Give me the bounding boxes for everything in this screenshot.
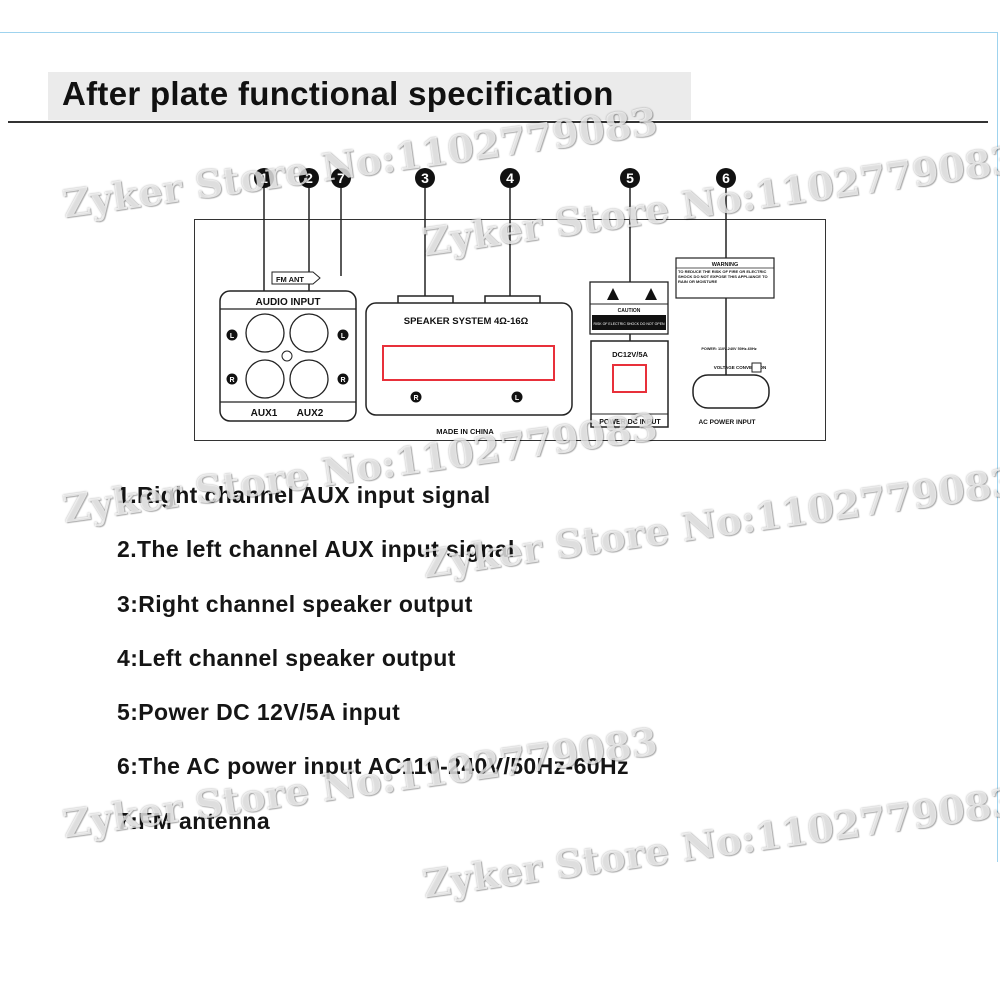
speaker-system-label: SPEAKER SYSTEM 4Ω-16Ω (404, 316, 529, 327)
power-rating-label: POWER: 110V-240V 50Hz-60Hz (701, 347, 756, 351)
dc-power-block: DC12V/5A POWER DC INPUT (590, 340, 669, 428)
voltage-conversion-label: VOLTAGE CONVERSION (714, 365, 767, 370)
speaker-marker-r: R (413, 395, 418, 402)
speaker-terminal-strip (382, 345, 555, 381)
callout-circle-3 (415, 168, 435, 188)
shock-warning-icon (607, 288, 619, 300)
ac-power-block: POWER: 110V-240V 50Hz-60Hz VOLTAGE CONVE… (692, 347, 770, 426)
power-dc-input-label: POWER DC INPUT (599, 419, 661, 426)
warning-label: WARNING TO REDUCE THE RISK OF FIRE OR EL… (675, 257, 775, 299)
aux-right-marker-r: R (340, 377, 345, 384)
ac-power-input-label: AC POWER INPUT (698, 419, 755, 426)
callout-label-5: 5 (626, 170, 634, 186)
made-in-china-label: MADE IN CHINA (436, 427, 494, 436)
callout-circle-4 (500, 168, 520, 188)
image-frame (0, 32, 998, 862)
callout-circle-1 (254, 168, 274, 188)
callout-label-4: 4 (506, 170, 514, 186)
voltage-switch (751, 362, 762, 373)
caution-title: CAUTION (618, 308, 641, 314)
callout-circle-2 (299, 168, 319, 188)
callout-circle-7 (331, 168, 351, 188)
callout-label-6: 6 (722, 170, 730, 186)
dc-jack (612, 364, 647, 393)
spec-item-1: 1.Right channel AUX input signal (117, 482, 491, 508)
spec-item-3: 3:Right channel speaker output (117, 590, 473, 617)
audio-input-label: AUDIO INPUT (256, 297, 321, 308)
spec-item-4: 4:Left channel speaker output (117, 644, 456, 671)
aux-left-marker-l: L (230, 333, 235, 340)
aux1-left-jack (245, 313, 285, 353)
spec-item-5: 5:Power DC 12V/5A input (117, 699, 401, 726)
audio-input-block: AUDIO INPUT L L R R AUX1 AUX2 (219, 290, 357, 422)
speaker-marker-l: L (515, 395, 520, 402)
callout-label-2: 2 (305, 170, 313, 186)
spec-item-2: 2.The left channel AUX input signal (117, 536, 515, 563)
warning-text: TO REDUCE THE RISK OF FIRE OR ELECTRIC S… (678, 269, 768, 284)
spec-list: 1.Right channel AUX input signal 2.The l… (117, 480, 629, 860)
caution-text: RISK OF ELECTRIC SHOCK DO NOT OPEN (593, 322, 665, 326)
warning-title: WARNING (712, 262, 739, 268)
dc-rating-label: DC12V/5A (612, 350, 648, 359)
callout-label-1: 1 (260, 170, 268, 186)
title-underline (8, 121, 988, 123)
center-screw (281, 350, 293, 362)
fm-ant-label: FM ANT (276, 275, 304, 284)
callout-circle-5 (620, 168, 640, 188)
caution-label: CAUTION RISK OF ELECTRIC SHOCK DO NOT OP… (589, 281, 669, 335)
speaker-system-block: SPEAKER SYSTEM 4Ω-16Ω R L (365, 302, 573, 416)
callout-circle-6 (716, 168, 736, 188)
caution-warning-icon (645, 288, 657, 300)
ac-socket (692, 374, 770, 409)
aux2-right-jack (289, 359, 329, 399)
spec-item-6: 6:The AC power input AC110-240V/50Hz-60H… (117, 753, 629, 780)
aux1-label: AUX1 (251, 408, 278, 419)
page-title: After plate functional specification (62, 75, 614, 112)
callout-label-3: 3 (421, 170, 429, 186)
fm-antenna-tag: FM ANT (271, 271, 321, 285)
aux2-left-jack (289, 313, 329, 353)
aux1-right-jack (245, 359, 285, 399)
aux-right-marker-l: L (341, 333, 346, 340)
title-background (48, 72, 691, 120)
spec-item-7: 7:FM antenna (117, 807, 271, 834)
aux2-label: AUX2 (297, 408, 324, 419)
callout-markers: 1 2 7 3 4 5 6 (254, 168, 736, 188)
aux-left-marker-r: R (229, 377, 234, 384)
callout-label-7: 7 (337, 170, 345, 186)
